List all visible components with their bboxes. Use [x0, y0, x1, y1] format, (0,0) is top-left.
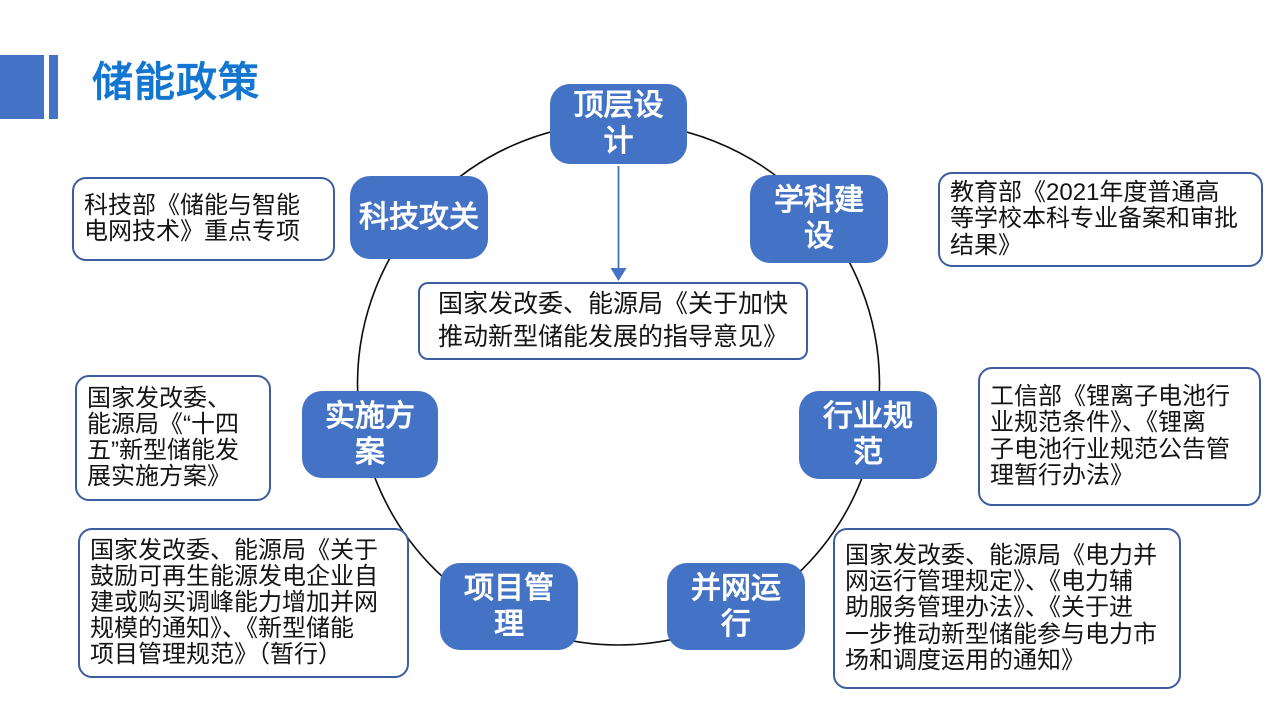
node-grid-operation: 并网运 行	[667, 563, 805, 650]
page-title: 储能政策	[92, 59, 260, 105]
node-top-design: 顶层设 计	[550, 84, 687, 164]
node-implementation: 实施方 案	[302, 391, 438, 478]
callout-tech-policy: 科技部《储能与智能 电网技术》重点专项	[72, 177, 335, 261]
callout-project-policy: 国家发改委、能源局《关于 鼓励可再生能源发电企业自 建或购买调峰能力增加并网 规…	[78, 528, 409, 678]
callout-miit-policy: 工信部《锂离子电池行 业规范条件》、《锂离 子电池行业规范公告管 理暂行办法》	[978, 367, 1261, 506]
node-industry-norm: 行业规 范	[799, 391, 937, 479]
center-policy-box: 国家发改委、能源局《关于加快 推动新型储能发展的指导意见》	[418, 282, 808, 360]
node-project-mgmt: 项目管 理	[440, 563, 578, 650]
node-subject-build: 学科建 设	[750, 175, 888, 263]
flow-arrow-head	[610, 268, 627, 281]
node-tech-research: 科技攻关	[350, 176, 488, 259]
title-accent-block	[0, 55, 44, 119]
title-accent-bar	[49, 55, 58, 119]
callout-grid-policy: 国家发改委、能源局《电力并 网运行管理规定》、《电力辅 助服务管理办法》、《关于…	[833, 528, 1181, 689]
callout-impl-policy: 国家发改委、 能源局《“十四 五”新型储能发 展实施方案》	[75, 375, 271, 501]
callout-edu-policy: 教育部《2021年度普通高 等学校本科专业备案和审批 结果》	[938, 172, 1263, 267]
